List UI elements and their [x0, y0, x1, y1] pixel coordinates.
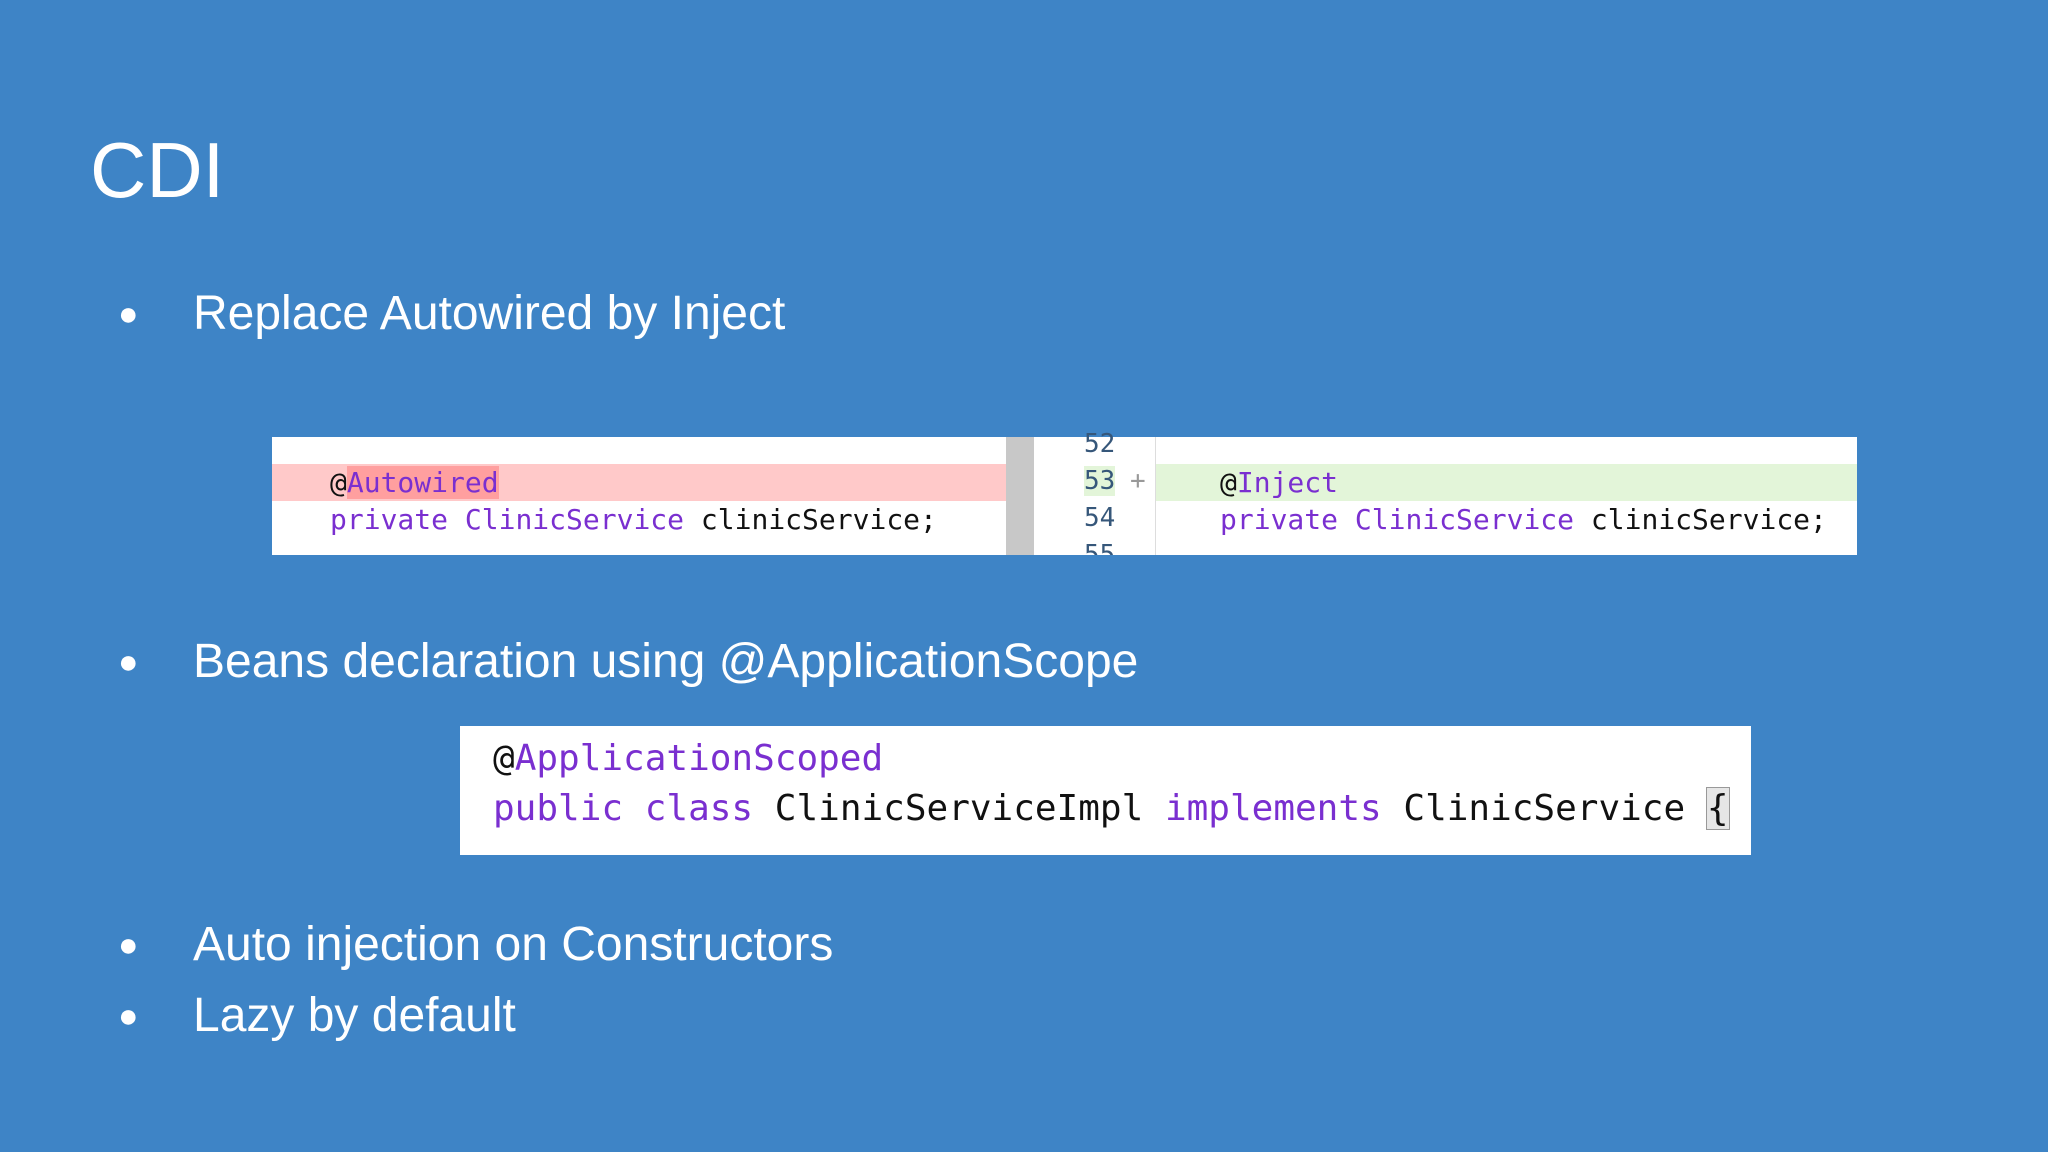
bullet-icon: ● [118, 926, 139, 964]
line-number: 54 [1084, 503, 1116, 533]
line-numbers: 52 53 + 54 55 [1034, 429, 1156, 555]
keyword: public [493, 788, 624, 829]
keyword: class [644, 788, 754, 829]
right-field-line: private ClinicService clinicService; [1220, 501, 1827, 538]
line-number: 52 [1084, 429, 1116, 459]
bullet-icon: ● [118, 295, 139, 333]
bullet-text: Auto injection on Constructors [193, 918, 834, 971]
bullet-item: ● Replace Autowired by Inject [118, 286, 785, 342]
type: ClinicService [464, 503, 685, 536]
field: clinicService; [1590, 503, 1827, 536]
keyword: private [1220, 503, 1339, 536]
annotation: Inject [1236, 466, 1339, 499]
added-line-highlight [1155, 464, 1857, 501]
bullet-text: Replace Autowired by Inject [193, 287, 786, 340]
at-sign: @ [493, 738, 515, 779]
keyword: private [330, 503, 449, 536]
slide-title: CDI [90, 126, 225, 214]
line-number: 53 [1084, 466, 1116, 496]
type: ClinicService [1354, 503, 1575, 536]
left-field-line: private ClinicService clinicService; [330, 501, 937, 538]
code-snippet: @ApplicationScoped public class ClinicSe… [460, 726, 1751, 855]
bullet-item: ● Beans declaration using @ApplicationSco… [118, 634, 1138, 690]
keyword: implements [1164, 788, 1382, 829]
bullet-text: Lazy by default [193, 989, 516, 1042]
bullet-text: Beans declaration using @ApplicationScop… [193, 635, 1139, 688]
bullet-icon: ● [118, 997, 139, 1035]
diff-view: @Autowired private ClinicService clinicS… [272, 429, 1857, 555]
annotation: Autowired [346, 466, 499, 499]
bullet-icon: ● [118, 643, 139, 681]
diff-gutter [1006, 437, 1034, 555]
added-line: @Inject [1220, 464, 1338, 501]
plus-icon: + [1130, 466, 1146, 496]
removed-line: @Autowired [330, 464, 499, 501]
bullet-item: ● Auto injection on Constructors [118, 917, 833, 973]
annotation-line: @ApplicationScoped [493, 738, 883, 779]
at-sign: @ [330, 466, 347, 499]
interface-name: ClinicService [1403, 788, 1686, 829]
line-number: 55 [1084, 540, 1116, 555]
at-sign: @ [1220, 466, 1237, 499]
annotation: ApplicationScoped [514, 738, 884, 779]
class-line: public class ClinicServiceImpl implement… [493, 787, 1730, 830]
class-name: ClinicServiceImpl [774, 788, 1144, 829]
brace: { [1705, 787, 1730, 830]
field: clinicService; [700, 503, 937, 536]
bullet-item: ● Lazy by default [118, 988, 516, 1044]
